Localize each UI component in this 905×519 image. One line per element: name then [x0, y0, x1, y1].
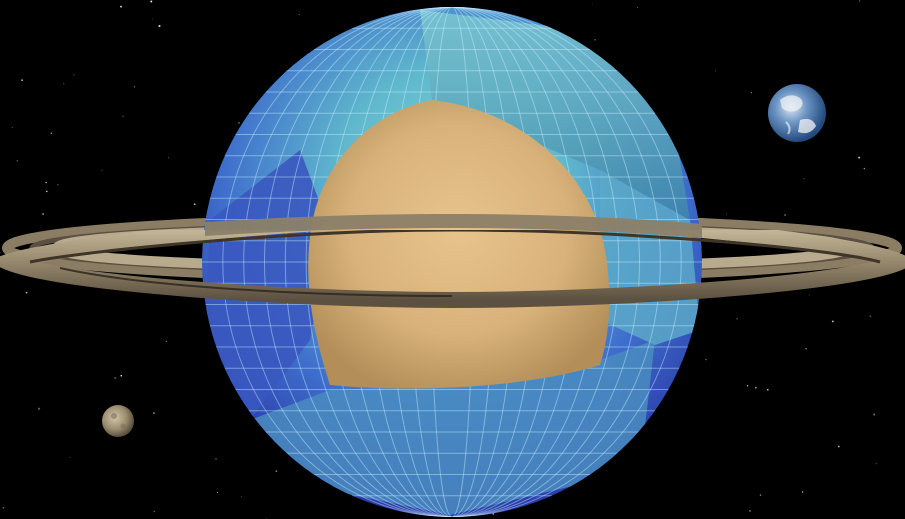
- star: [57, 184, 59, 186]
- star: [120, 5, 122, 8]
- star: [801, 491, 804, 493]
- star: [217, 491, 219, 493]
- star: [153, 510, 155, 513]
- star: [241, 496, 242, 497]
- star: [637, 7, 639, 9]
- star: [767, 389, 769, 391]
- star: [784, 214, 786, 216]
- star: [725, 213, 727, 215]
- star: [869, 315, 871, 317]
- star: [120, 374, 123, 377]
- star: [193, 203, 196, 206]
- star: [858, 156, 861, 159]
- star: [591, 3, 593, 5]
- star: [736, 318, 738, 320]
- star: [837, 445, 840, 448]
- ring-front-band: [205, 214, 702, 238]
- star: [45, 181, 47, 184]
- star: [42, 213, 44, 215]
- star: [859, 0, 861, 2]
- star: [746, 384, 749, 387]
- rings-front: [0, 230, 905, 309]
- star: [152, 18, 154, 20]
- star: [158, 24, 161, 28]
- saturn-core: [308, 100, 610, 389]
- star: [63, 83, 65, 85]
- star: [73, 74, 75, 76]
- star: [594, 38, 596, 41]
- star: [114, 377, 117, 380]
- grid-meridian: [264, 7, 640, 517]
- star: [150, 0, 153, 3]
- star: [805, 348, 807, 350]
- saturn-cutaway: [202, 7, 702, 517]
- star: [69, 456, 71, 458]
- star: [705, 359, 707, 361]
- star: [873, 413, 876, 416]
- star: [101, 169, 103, 171]
- star: [298, 13, 300, 15]
- star: [803, 178, 805, 180]
- star: [714, 70, 716, 72]
- star: [168, 157, 170, 159]
- star: [755, 386, 757, 389]
- moon: [102, 405, 134, 437]
- star: [0, 252, 1, 254]
- star: [275, 470, 278, 472]
- grid-meridian: [243, 7, 661, 517]
- star: [122, 115, 124, 117]
- star: [215, 458, 217, 460]
- star: [21, 79, 23, 82]
- grid-meridian: [284, 7, 620, 517]
- star: [863, 167, 866, 170]
- star: [759, 494, 762, 496]
- star: [153, 412, 155, 414]
- star: [238, 121, 240, 124]
- star: [831, 320, 834, 323]
- star: [2, 506, 5, 509]
- star: [38, 407, 41, 410]
- star: [749, 509, 751, 512]
- earth: [768, 84, 826, 142]
- grid-meridian: [222, 7, 682, 517]
- star: [875, 463, 877, 465]
- star: [165, 340, 167, 342]
- star: [133, 86, 135, 88]
- star: [25, 291, 28, 294]
- cut-face-bottom: [250, 340, 655, 515]
- star: [46, 190, 48, 193]
- star: [50, 132, 53, 135]
- star: [750, 91, 753, 94]
- star: [808, 294, 810, 296]
- star: [16, 159, 19, 162]
- star: [11, 126, 13, 128]
